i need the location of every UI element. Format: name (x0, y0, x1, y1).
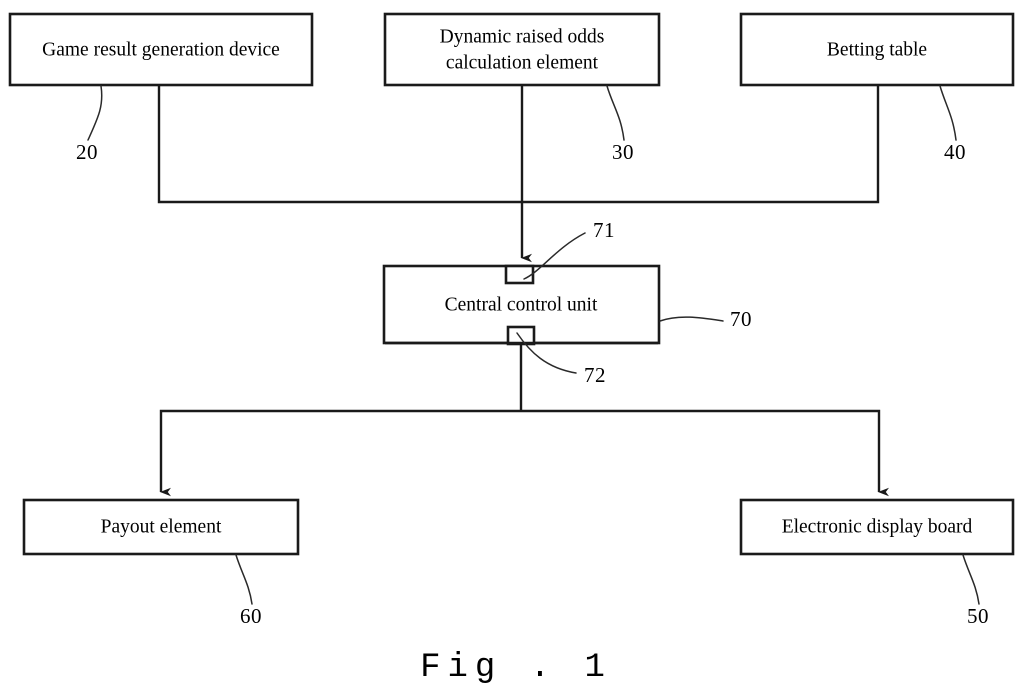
leader-line-30 (606, 85, 625, 141)
block-dynamic-raised-odds-calculation-element[interactable]: Dynamic raised odds calculation element (383, 12, 661, 87)
block-label-dynamic-raised-odds-line2: calculation element (446, 52, 599, 73)
output-port-72[interactable] (506, 325, 536, 346)
block-betting-table[interactable]: Betting table (739, 12, 1015, 87)
conn-central-to-display-board (521, 409, 889, 497)
block-label-betting-table: Betting table (827, 39, 927, 60)
block-central-control-unit[interactable]: Central control unit (382, 264, 661, 346)
block-rect-dynamic-raised-odds-calculation-element[interactable] (383, 12, 661, 87)
ref-numeral-20: 20 (76, 140, 98, 164)
connection-lines (157, 85, 889, 497)
leader-line-50 (962, 554, 980, 605)
block-electronic-display-board[interactable]: Electronic display board (739, 498, 1015, 556)
conn-game-result-to-bus (157, 85, 522, 204)
figure-caption: Fig . 1 (420, 649, 612, 687)
reference-numerals: 20 30 40 71 70 72 60 50 (76, 140, 989, 628)
block-game-result-generation-device[interactable]: Game result generation device (8, 12, 314, 87)
block-label-game-result-generation-device: Game result generation device (42, 39, 280, 60)
block-label-electronic-display-board: Electronic display board (782, 516, 973, 537)
input-port-71[interactable] (504, 264, 535, 285)
block-label-payout-element: Payout element (101, 516, 222, 537)
ref-numeral-72: 72 (584, 363, 606, 387)
block-payout-element[interactable]: Payout element (22, 498, 300, 556)
leader-line-72 (516, 332, 577, 374)
block-label-dynamic-raised-odds-line1: Dynamic raised odds (440, 26, 605, 47)
leader-line-71 (523, 232, 586, 280)
ref-numeral-70: 70 (730, 307, 752, 331)
block-label-central-control-unit: Central control unit (445, 294, 598, 315)
block-rect-electronic-display-board[interactable] (739, 498, 1015, 556)
block-rect-payout-element[interactable] (22, 498, 300, 556)
leader-line-40 (939, 85, 957, 141)
leader-line-20 (87, 85, 103, 141)
conn-central-to-payout (159, 409, 521, 497)
leader-line-70 (659, 316, 724, 322)
ref-numeral-60: 60 (240, 604, 262, 628)
block-rect-betting-table[interactable] (739, 12, 1015, 87)
conn-betting-table-to-bus (522, 85, 880, 204)
leader-lines (87, 85, 980, 605)
ref-numeral-40: 40 (944, 140, 966, 164)
leader-line-60 (235, 554, 253, 605)
ref-numeral-30: 30 (612, 140, 634, 164)
block-rect-game-result-generation-device[interactable] (8, 12, 314, 87)
ref-numeral-50: 50 (967, 604, 989, 628)
ref-numeral-71: 71 (593, 218, 615, 242)
